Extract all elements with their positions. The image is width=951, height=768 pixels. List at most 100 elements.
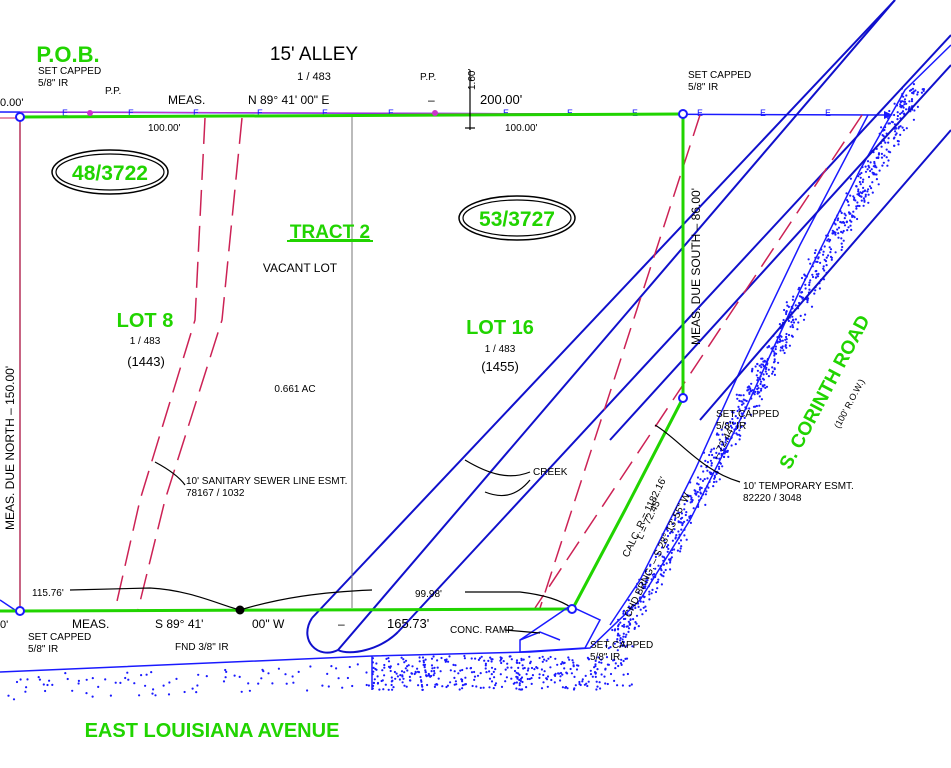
stipple-dot [866, 160, 870, 163]
stipple-dot [673, 548, 676, 551]
stipple-dot [764, 386, 767, 389]
stipple-dot [15, 680, 19, 684]
stipple-dot [127, 678, 130, 681]
stipple-dot [836, 219, 839, 222]
stipple-dot [681, 516, 684, 519]
stipple-dot [900, 111, 903, 114]
stipple-dot [890, 120, 894, 123]
stipple-dot [476, 674, 480, 677]
stipple-dot [799, 314, 802, 317]
stipple-dot [620, 663, 623, 667]
stipple-dot [869, 161, 872, 164]
stipple-dot [870, 187, 873, 190]
stipple-dot [790, 321, 793, 324]
stipple-dot [138, 694, 141, 697]
east-marker [678, 393, 688, 403]
stipple-dot [545, 659, 548, 662]
stipple-dot [840, 248, 843, 251]
stipple-dot [697, 495, 700, 498]
stipple-dot [419, 675, 422, 679]
stipple-dot [726, 422, 729, 425]
stipple-dot [529, 662, 532, 665]
stipple-dot [807, 258, 810, 261]
svg-text:53/3727: 53/3727 [479, 208, 555, 231]
stipple-dot [797, 321, 800, 324]
stipple-dot [613, 658, 616, 662]
stipple-dot [785, 301, 788, 304]
stipple-dot [597, 656, 600, 659]
stipple-dot [630, 683, 633, 686]
stipple-dot [868, 185, 872, 188]
stipple-dot [622, 640, 625, 644]
stipple-dot [715, 480, 718, 483]
stipple-dot [657, 564, 660, 567]
stipple-dot [677, 542, 681, 545]
stipple-dot [528, 677, 531, 681]
stipple-dot [772, 350, 775, 353]
stipple-dot [779, 349, 782, 352]
stipple-dot [402, 677, 405, 680]
stipple-dot [859, 176, 862, 179]
stipple-dot [804, 283, 807, 286]
stipple-dot [880, 126, 883, 129]
stipple-dot [42, 683, 45, 686]
stipple-dot [554, 674, 557, 678]
stipple-dot [667, 544, 670, 547]
ir-ne: 5/8" IR [688, 82, 718, 93]
stipple-dot [91, 677, 94, 680]
stipple-dot [669, 561, 672, 564]
stipple-dot [671, 522, 675, 526]
fnd-marker [235, 605, 245, 615]
stipple-dot [785, 332, 788, 336]
stipple-dot [912, 83, 916, 86]
stipple-dot [765, 372, 768, 375]
stipple-dot [701, 479, 705, 482]
stipple-dot [721, 433, 724, 436]
stipple-dot [818, 287, 822, 290]
stipple-dot [621, 644, 624, 648]
stipple-dot [637, 591, 640, 594]
stipple-dot [77, 679, 80, 683]
stipple-dot [410, 672, 413, 675]
stipple-dot [683, 534, 686, 537]
stipple-dot [205, 675, 208, 678]
stipple-dot [625, 633, 628, 636]
stipple-dot [559, 675, 562, 678]
stipple-dot [526, 677, 529, 681]
stipple-dot [905, 127, 908, 130]
stipple-dot [802, 318, 806, 321]
stipple-dot [817, 257, 820, 260]
stipple-dot [616, 649, 619, 652]
stipple-dot [66, 677, 69, 681]
stipple-dot [774, 348, 777, 351]
stipple-dot [629, 613, 632, 616]
stipple-dot [380, 679, 383, 683]
stipple-dot [771, 370, 775, 373]
stipple-dot [676, 512, 679, 515]
sewer-esmt-ref: 78167 / 1032 [186, 488, 245, 499]
stipple-dot [224, 676, 227, 679]
stipple-dot [561, 686, 565, 689]
stipple-dot [706, 461, 710, 464]
stipple-dot [461, 668, 464, 672]
stipple-dot [766, 346, 769, 349]
stipple-dot [649, 563, 652, 566]
stipple-dot [144, 684, 147, 687]
stipple-dot [828, 240, 831, 243]
stipple-dot [797, 288, 800, 291]
stipple-dot [614, 662, 617, 665]
stipple-dot [718, 478, 721, 481]
stipple-dot [786, 304, 789, 307]
dist-100-right: 100.00' [505, 123, 538, 134]
east-line-label: MEAS. DUE SOUTH – 86.00' [689, 188, 703, 345]
stipple-dot [767, 375, 771, 378]
stipple-dot [406, 669, 409, 672]
record-53-badge: 53/3727 [458, 195, 576, 241]
stipple-dot [459, 669, 462, 672]
stipple-dot [761, 363, 765, 366]
stipple-dot [620, 658, 623, 661]
stipple-dot [491, 658, 494, 661]
stipple-dot [309, 665, 312, 668]
stipple-dot [387, 657, 390, 660]
dist-200: 200.00' [480, 92, 522, 107]
